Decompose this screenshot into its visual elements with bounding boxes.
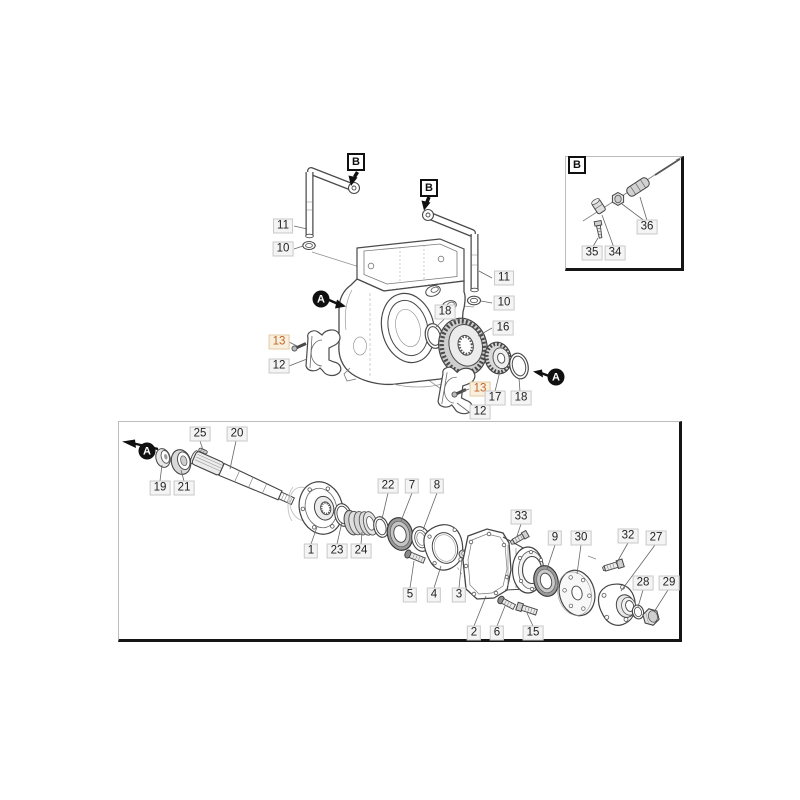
detail-b-leaders [592,196,648,247]
part-28-ring [631,604,645,620]
part-label-13-left: 13 [268,334,290,350]
view-arrow-a-left [328,298,346,309]
part-30-disc [557,569,596,617]
part-27-hub [597,583,637,626]
part-5-bolt [404,549,426,564]
part-18-oring-right [509,352,529,380]
part-label-36: 36 [636,219,658,235]
part-label-18-right: 18 [510,390,532,406]
part-16-gear [438,317,488,377]
part-label-16: 16 [492,320,514,336]
part-2-housing [462,528,545,600]
part-12-fork-left [305,329,342,377]
part-21-seal-cap [170,449,192,475]
part-25-key [198,447,208,455]
view-arrow-b-left [348,171,360,186]
part-label-22: 22 [377,478,399,494]
view-marker-a-left: A [312,290,330,308]
part-29-nut [642,608,660,626]
part-label-4: 4 [426,587,442,603]
part-label-32: 32 [617,528,639,544]
part-label-30: 30 [570,530,592,546]
part-17-gear [484,341,512,375]
part-36-nut [611,191,625,206]
part-label-18-left: 18 [434,304,456,320]
part-22-washer [373,516,389,538]
part-label-10-left: 10 [272,241,294,257]
part-label-5: 5 [402,587,418,603]
view-marker-a-axle: A [138,442,156,460]
part-1-hub-flange [298,481,344,535]
view-marker-b-left: B [347,153,365,171]
part-label-17: 17 [484,390,506,406]
detail-b-frame [565,156,684,271]
part-label-8: 8 [429,478,445,494]
part-11-rod-middle [421,208,479,293]
part-34-cap [591,198,606,215]
part-label-19: 19 [149,480,171,496]
part-label-33: 33 [510,509,532,525]
gearbox-housing [338,238,466,388]
part-15-bolt [515,601,538,616]
detail-b-parts [582,156,683,247]
leader-lines [159,225,669,627]
part-label-27: 27 [645,530,667,546]
part-label-35: 35 [581,245,603,261]
part-label-29: 29 [658,575,680,591]
part-32-bolt [602,558,625,572]
part-label-34: 34 [604,245,626,261]
part-label-28: 28 [632,575,654,591]
part-13-screw-left [291,342,307,352]
part-label-7: 7 [404,478,420,494]
part-label-23: 23 [326,543,348,559]
part-label-12-right: 12 [469,404,491,420]
view-marker-a-right: A [547,368,565,386]
part-label-6: 6 [489,625,505,641]
part-label-2: 2 [466,625,482,641]
view-marker-b-middle: B [420,179,438,197]
part-label-13-right: 13 [469,381,491,397]
part-label-3: 3 [451,587,467,603]
part-label-11-left: 11 [273,218,293,234]
part-label-25: 25 [189,426,211,442]
part-35-screw [593,219,603,239]
part-19-bushing [155,448,171,468]
part-label-24: 24 [350,543,372,559]
part-33-fitting [509,529,530,545]
part-36-adjuster [626,177,650,197]
part-label-1: 1 [303,543,319,559]
part-7-bearing [386,517,414,551]
part-20-shaft [190,450,295,506]
part-label-12-left: 12 [268,358,290,374]
part-label-21: 21 [173,480,195,496]
part-32-axis-mark [587,555,597,560]
part-9-bearing [533,565,559,597]
view-marker-b-inset: B [568,156,586,174]
axle-assembly-frame [118,421,682,642]
part-10-oring-middle [466,295,482,306]
part-label-20: 20 [226,426,248,442]
part-label-15: 15 [522,625,544,641]
part-12-fork-right [437,366,476,415]
part-label-10-middle: 10 [493,295,515,311]
part-10-oring-left [302,240,316,251]
view-arrow-b-middle [421,196,431,211]
part-label-9: 9 [547,530,563,546]
part-label-11-middle: 11 [494,270,514,286]
part-6-bolt [497,595,517,610]
